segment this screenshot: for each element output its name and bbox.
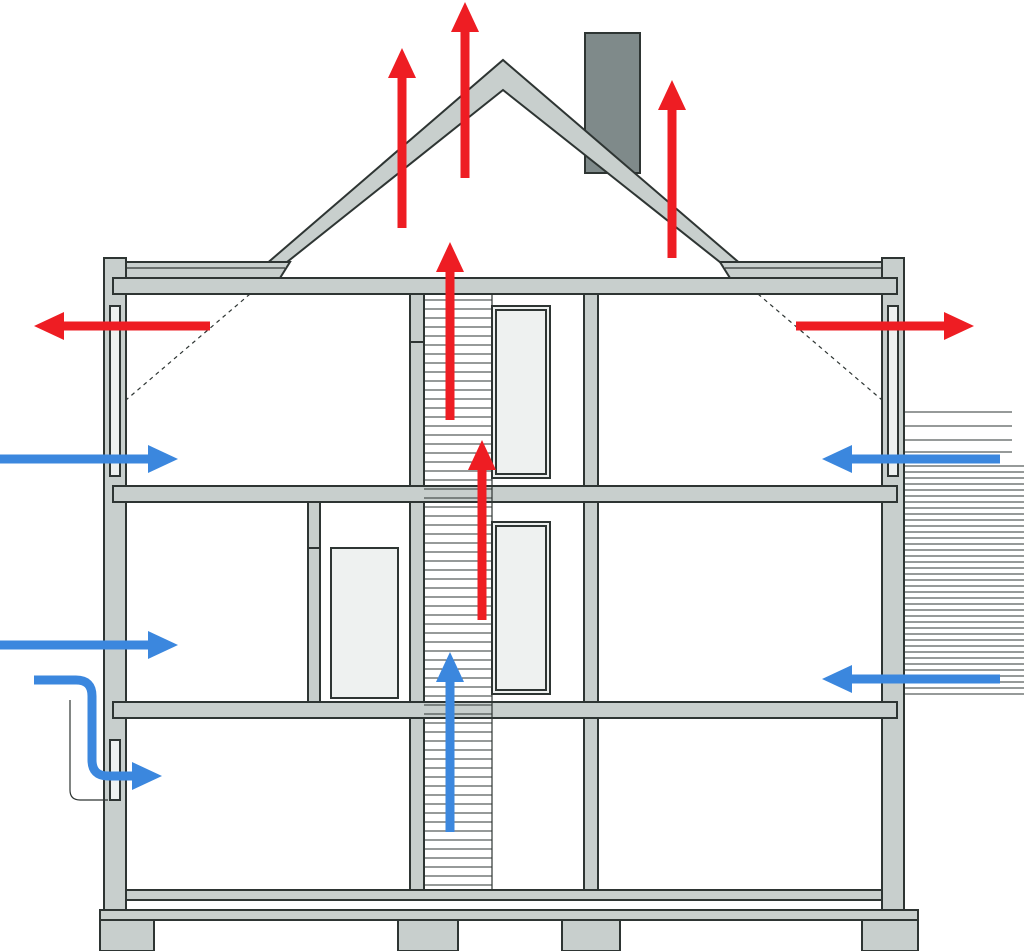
intake-arrow-right-middle: [822, 665, 1000, 693]
foundation: [99, 909, 919, 951]
intake-arrow-left-upper: [0, 445, 178, 473]
interior-walls: [307, 293, 599, 891]
side-cladding: [904, 411, 1024, 695]
exhaust-arrow-middle-stair: [468, 440, 496, 620]
exhaust-arrow-left-outward: [34, 312, 210, 340]
roof: [124, 58, 883, 279]
intake-arrow-duct: [34, 675, 162, 790]
intake-arrow-left-middle: [0, 631, 178, 659]
door-left: [330, 547, 399, 699]
windows: [109, 305, 899, 801]
doors: [330, 305, 551, 699]
exhaust-arrow-right-outward: [796, 312, 974, 340]
intake-arrow-stair-up: [436, 652, 464, 832]
window-left-lower: [109, 739, 121, 801]
exhaust-arrow-roof-right: [658, 80, 686, 258]
airflow-arrows: [0, 2, 1000, 832]
floor-slabs: [112, 277, 898, 901]
exhaust-arrow-roof-left: [388, 48, 416, 228]
exhaust-arrow-roof-center: [451, 2, 479, 178]
intake-duct-outline: [69, 700, 108, 801]
exhaust-arrow-attic-stair: [436, 242, 464, 420]
window-right-upper: [887, 305, 899, 477]
intake-arrow-right-upper: [822, 445, 1000, 473]
window-left-upper: [109, 305, 121, 477]
attic-knee-wall-lines: [125, 293, 883, 401]
